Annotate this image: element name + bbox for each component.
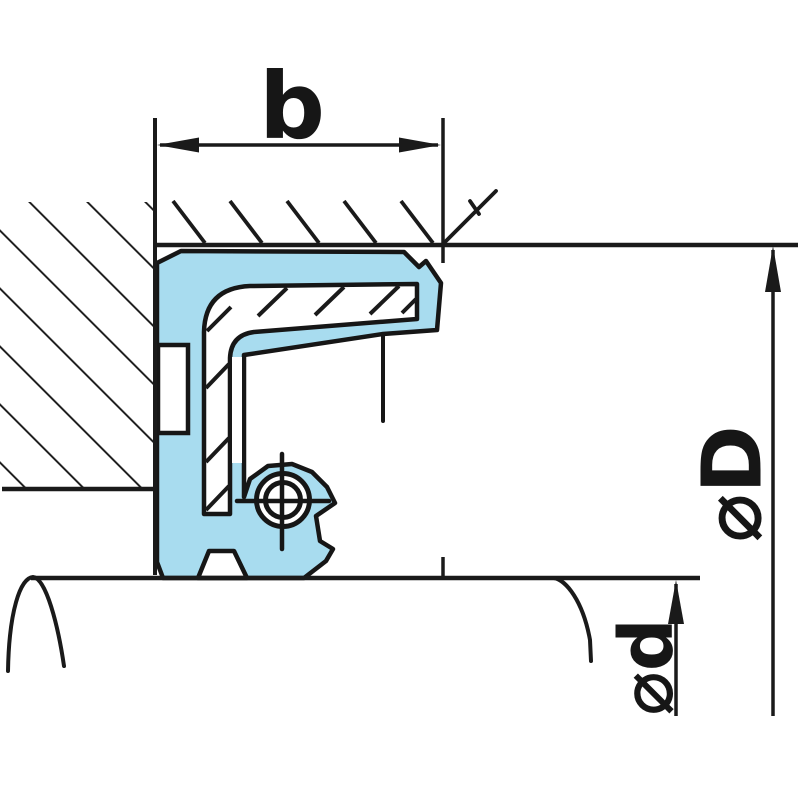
- b-arrowhead-left: [157, 137, 199, 153]
- dimension-b: b: [153, 53, 445, 575]
- shaft: [6, 557, 700, 673]
- shaft-break-curve-left: [6, 574, 66, 673]
- garter-spring: [234, 451, 332, 552]
- outer-diameter-arrowhead: [765, 246, 781, 292]
- insert-cavity-gap: [232, 357, 242, 463]
- b-label: b: [259, 53, 325, 160]
- seal-od-groove-window: [155, 342, 191, 436]
- housing-top-hatch-ticks: [171, 199, 435, 245]
- dimension-inner-diameter: ⌀d: [604, 580, 690, 716]
- outer-diameter-label: ⌀D: [686, 425, 781, 542]
- metal-insert-hatch-ticks: [204, 284, 418, 512]
- inner-diameter-arrowhead: [668, 580, 684, 624]
- b-arrowhead-right: [399, 137, 441, 153]
- housing-left-block-hatch: [0, 202, 155, 489]
- housing-corner-break-mark: [442, 189, 498, 245]
- housing-section: [0, 189, 798, 492]
- dimension-outer-diameter: ⌀D: [686, 246, 781, 716]
- shaft-break-curve-right: [552, 576, 593, 663]
- inner-diameter-label: ⌀d: [604, 618, 690, 716]
- metal-insert: [201, 281, 420, 517]
